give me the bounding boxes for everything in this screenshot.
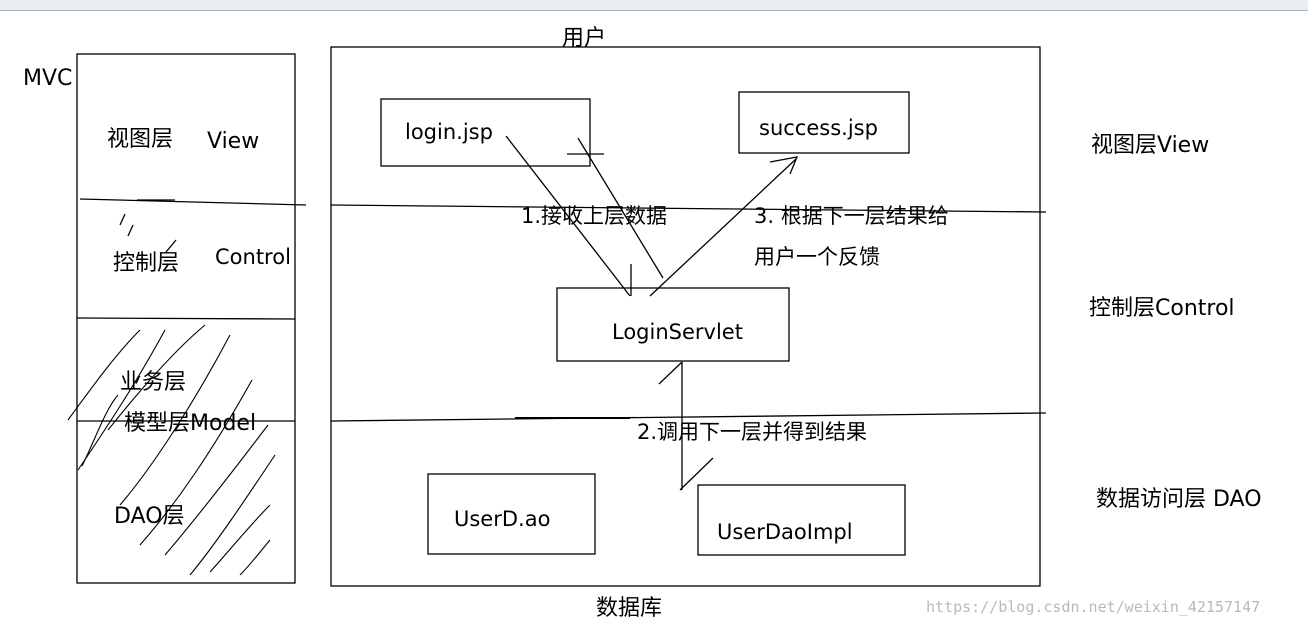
left-divider-control-model — [76, 317, 296, 320]
arrow-servlet-to-success — [649, 158, 797, 297]
login-servlet-label: LoginServlet — [612, 320, 743, 344]
arrow-login-to-servlet — [505, 135, 631, 297]
csdn-watermark: https://blog.csdn.net/weixin_42157147 — [926, 598, 1261, 616]
login-servlet-box — [556, 287, 790, 362]
user-dao-box — [427, 473, 596, 555]
user-dao-impl-label: UserDaoImpl — [717, 520, 853, 544]
login-jsp-box — [380, 98, 591, 167]
top-toolbar-strip — [0, 0, 1308, 11]
control-scribble — [119, 213, 177, 253]
step3-label-line2: 用户一个反馈 — [754, 245, 880, 269]
left-control-en: Control — [215, 245, 291, 269]
left-service-label: 业务层 — [120, 370, 187, 395]
right-label-dao: 数据访问层 DAO — [1096, 487, 1262, 512]
arrowhead-success — [769, 156, 799, 175]
step3-label-line1: 3. 根据下一层结果给 — [754, 204, 949, 228]
user-dao-label: UserD.ao — [454, 507, 551, 531]
success-jsp-box — [738, 91, 910, 154]
right-label-control: 控制层Control — [1089, 296, 1235, 321]
main-panel-frame — [330, 46, 1041, 587]
left-view-en: View — [207, 129, 260, 154]
right-label-view: 视图层View — [1091, 133, 1210, 158]
login-jsp-label: login.jsp — [405, 120, 493, 144]
left-view-cn: 视图层 — [107, 127, 174, 152]
user-dao-impl-box — [697, 484, 906, 556]
arrowhead-servlet-dao — [658, 361, 683, 385]
model-hatch-strokes — [67, 324, 276, 576]
bottom-label-database: 数据库 — [596, 596, 663, 621]
main-divider-control-model — [330, 412, 1047, 422]
main-divider-view-control — [330, 204, 1047, 213]
success-jsp-label: success.jsp — [759, 116, 878, 140]
arrow-login-to-servlet-b — [577, 137, 664, 279]
step2-label: 2.调用下一层并得到结果 — [637, 420, 868, 444]
left-mvc-label: MVC — [23, 66, 73, 91]
left-divider-view-control — [79, 198, 307, 206]
step1-label: 1.接收上层数据 — [521, 204, 668, 228]
top-label-user: 用户 — [562, 26, 607, 51]
arrow-dao-mark — [679, 457, 714, 491]
left-model-label: 模型层Model — [124, 411, 257, 436]
left-dao-label: DAO层 — [114, 504, 185, 529]
left-control-cn: 控制层 — [113, 251, 180, 276]
